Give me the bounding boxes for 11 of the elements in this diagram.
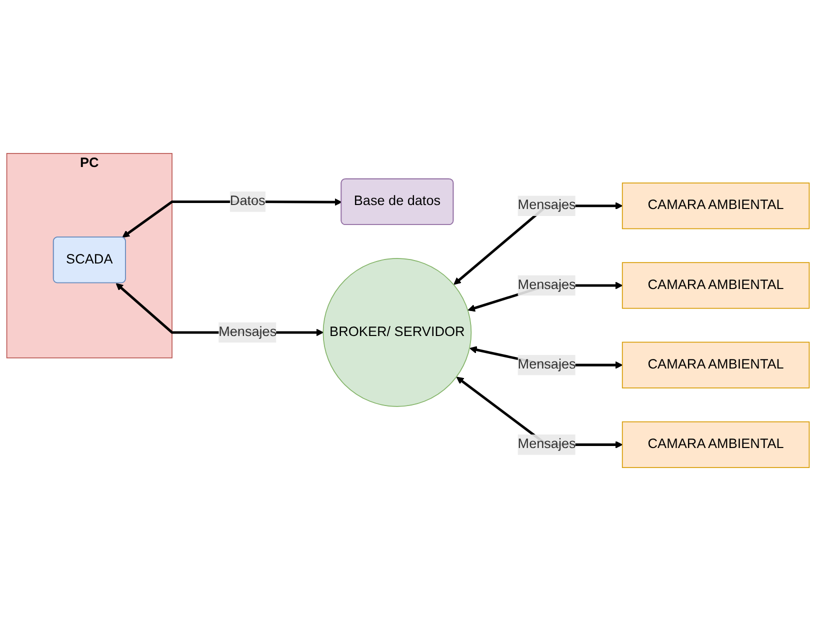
edge-label: Mensajes xyxy=(218,324,277,340)
edge-label: Datos xyxy=(230,194,266,208)
node-box: CAMARA AMBIENTAL xyxy=(622,421,810,468)
node-box: CAMARA AMBIENTAL xyxy=(622,342,810,388)
edge-label: Mensajes xyxy=(518,357,576,372)
edge-label: Mensajes xyxy=(518,278,576,292)
node-box: CAMARA AMBIENTAL xyxy=(622,262,810,309)
edge-label: Mensajes xyxy=(518,437,576,452)
node-box: CAMARA AMBIENTAL xyxy=(622,182,810,230)
edge-label: Mensajes xyxy=(518,198,576,213)
node-circle: BROKER/ SERVIDOR xyxy=(322,258,472,407)
